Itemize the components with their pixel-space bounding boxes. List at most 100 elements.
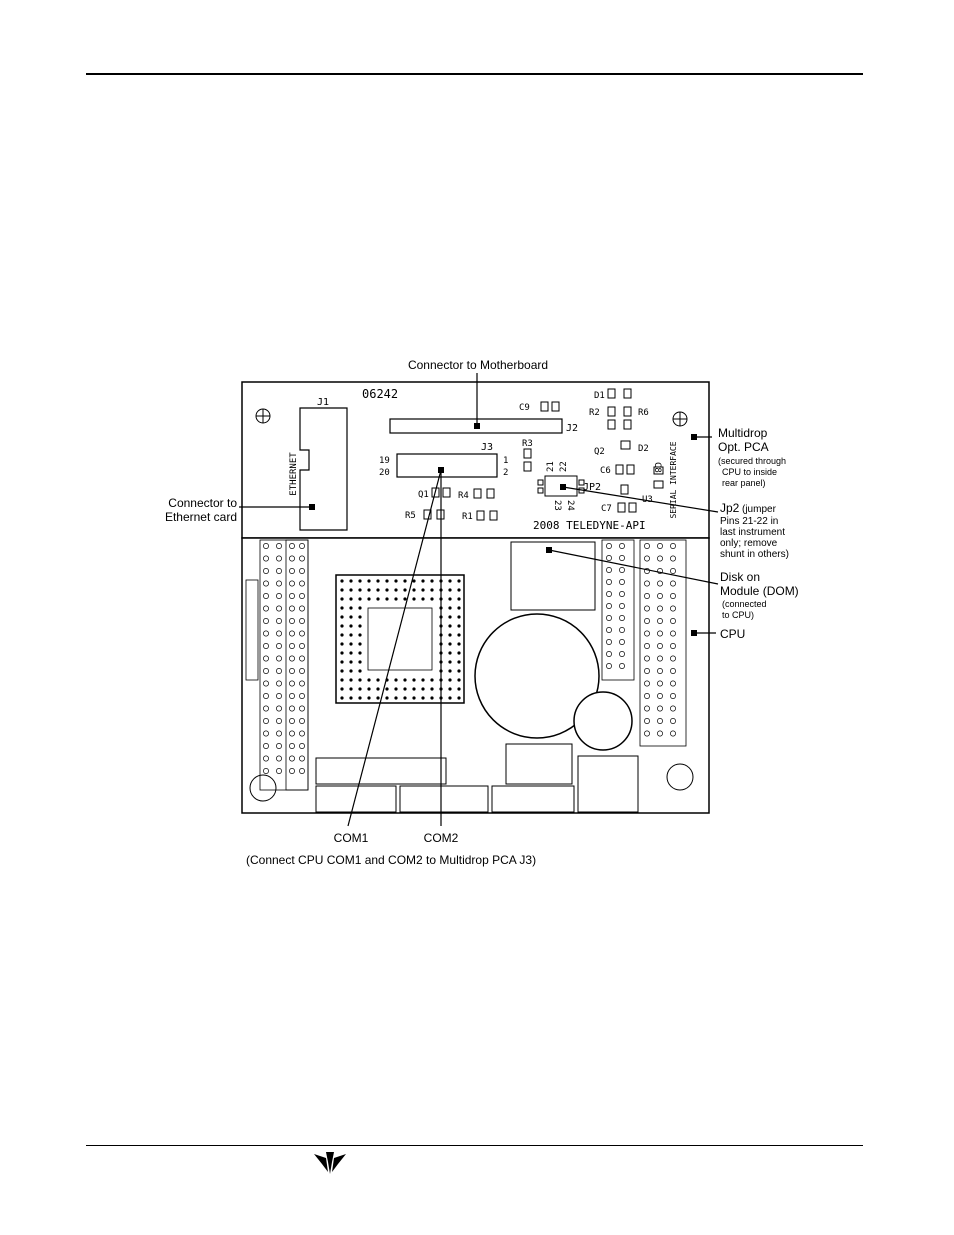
label-dom-line1: Disk on <box>720 570 760 584</box>
bga-ball <box>403 678 407 682</box>
bga-ball <box>412 588 416 592</box>
header-rule <box>86 73 863 75</box>
c9-label: C9 <box>519 403 530 413</box>
pin-dot <box>299 705 305 712</box>
bga-ball <box>358 642 362 646</box>
bga-ball <box>448 669 452 673</box>
bga-ball <box>403 579 407 583</box>
bga-ball <box>457 633 461 637</box>
label-multidrop-note2: CPU to inside <box>722 467 777 477</box>
pin-dot <box>289 768 295 774</box>
pin-dot <box>289 680 295 687</box>
pin-dot <box>644 543 650 549</box>
bga-ball <box>457 597 461 601</box>
pin-dot <box>657 705 663 712</box>
label-jp2-line4: only; remove <box>720 538 778 549</box>
bga-ball <box>457 588 461 592</box>
label-multidrop-note3: rear panel) <box>722 478 766 488</box>
bga-ball <box>340 687 344 691</box>
bga-ball <box>448 696 452 700</box>
bga-ball <box>349 615 353 619</box>
d2-label: D2 <box>638 444 649 454</box>
label-com1: COM1 <box>334 831 369 845</box>
pin-dot <box>289 555 295 562</box>
bga-ball <box>349 579 353 583</box>
bga-ball <box>394 597 398 601</box>
dom-module <box>510 541 596 611</box>
bga-ball <box>349 624 353 628</box>
bga-ball <box>340 615 344 619</box>
bga-ball <box>430 588 434 592</box>
bga-ball <box>358 651 362 655</box>
pin-dot <box>619 555 625 561</box>
pin-dot <box>299 718 305 724</box>
pin-dot <box>276 668 282 674</box>
leader-dom <box>548 549 719 585</box>
bga-ball <box>376 678 380 682</box>
pin-dot <box>657 730 663 737</box>
pin-dot <box>644 643 650 649</box>
r6-label: R6 <box>638 408 649 418</box>
pin-dot <box>619 567 625 573</box>
pin-dot <box>276 630 282 637</box>
pin-dot <box>289 580 295 587</box>
bga-ball <box>412 597 416 601</box>
leader-jp2 <box>562 486 719 513</box>
j1-label: J1 <box>317 397 329 408</box>
bga-ball <box>349 642 353 646</box>
pin-dot <box>276 643 282 649</box>
bga-ball <box>358 597 362 601</box>
bga-ball <box>403 696 407 700</box>
pin-dot <box>263 655 269 662</box>
pin-dot <box>657 643 663 649</box>
bga-ball <box>349 597 353 601</box>
pin-dot <box>289 730 295 737</box>
pin-dot <box>289 543 295 549</box>
pin-dot <box>657 680 663 687</box>
pin-dot <box>299 543 305 549</box>
label-connector-ethernet-line1: Connector to <box>168 496 237 510</box>
pin-dot <box>263 568 269 574</box>
pin-dot-grid <box>263 543 676 774</box>
pin-dot <box>619 579 625 585</box>
pin-dot <box>644 655 650 662</box>
bga-ball <box>457 696 461 700</box>
pin-dot <box>276 593 282 599</box>
bga-ball <box>349 651 353 655</box>
r1-label: R1 <box>462 512 473 522</box>
bga-ball <box>349 678 353 682</box>
bga-ball <box>340 660 344 664</box>
jp2-pin22-label: 22 <box>559 461 569 472</box>
label-jp2-line2: Pins 21-22 in <box>720 516 778 527</box>
label-multidrop-line1: Multidrop <box>718 426 768 440</box>
pin-dot <box>644 580 650 587</box>
bga-ball <box>448 678 452 682</box>
bga-ball <box>457 606 461 610</box>
bga-ball <box>448 597 452 601</box>
bga-ball <box>448 642 452 646</box>
pin-dot <box>299 768 305 774</box>
bga-ball <box>340 669 344 673</box>
r4-label: R4 <box>458 491 469 501</box>
pin-dot <box>670 618 676 624</box>
r3-label: R3 <box>522 439 533 449</box>
bga-ball <box>430 687 434 691</box>
pin-dot <box>289 743 295 749</box>
multidrop-pca-board: J1 ETHERNET 06242 J2 J3 19 20 1 2 <box>241 381 710 539</box>
q1-label: Q1 <box>418 490 429 500</box>
bga-ball <box>421 579 425 583</box>
cpu-board <box>241 537 710 814</box>
label-dom-line4: to CPU) <box>722 610 754 620</box>
d1-label: D1 <box>594 391 605 401</box>
label-jp2-jumper: (jumper <box>742 504 777 515</box>
bga-ball <box>349 606 353 610</box>
bga-ball <box>457 615 461 619</box>
pin-dot <box>289 693 295 699</box>
bga-ball <box>385 579 389 583</box>
bga-ball <box>430 597 434 601</box>
bga-ball <box>376 579 380 583</box>
pin-dot <box>276 743 282 749</box>
pin-dot <box>606 555 612 561</box>
pin-dot <box>670 605 676 612</box>
bga-ball <box>358 588 362 592</box>
